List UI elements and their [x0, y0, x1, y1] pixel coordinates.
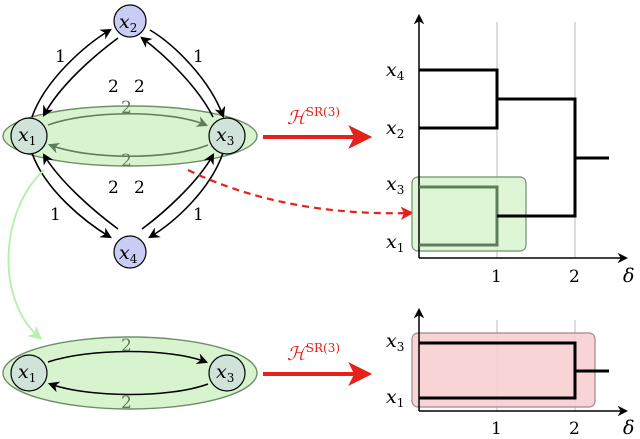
- svg-text:x2: x2: [119, 11, 137, 35]
- weight-x3-x4: 1: [193, 205, 204, 225]
- edge-x4-x1: [42, 153, 119, 230]
- leaf-label-bottom-x1: x1: [386, 386, 404, 410]
- top-graph: 1 2 2 1 2 2 2 2 1 1 x2 x1 x3 x4: [2, 4, 258, 269]
- edge-x1-x2: [31, 28, 112, 118]
- weight-x2-x1: 2: [108, 77, 119, 97]
- leaf-label-x1: x1: [386, 231, 404, 255]
- edge-x2-x3: [149, 29, 226, 119]
- x-tick-2-bottom: 2: [569, 419, 580, 439]
- svg-text:ℋSR(3): ℋSR(3): [287, 341, 340, 365]
- weight-x4-x1: 2: [108, 178, 119, 198]
- operator-bottom: ℋSR(3): [263, 341, 373, 386]
- leaf-label-x2: x2: [386, 117, 404, 141]
- svg-text:x3: x3: [216, 361, 234, 385]
- weight-x1-x3: 2: [121, 98, 132, 118]
- svg-text:x3: x3: [216, 124, 234, 148]
- svg-text:x1: x1: [18, 124, 36, 148]
- weight-x2-x3: 1: [193, 47, 204, 67]
- edge-bottom-x3-x1: [47, 381, 209, 396]
- weight-bottom-x1-x3: 2: [121, 336, 132, 356]
- subgraph-arrow: [7, 169, 45, 340]
- edge-x4-x3: [141, 153, 215, 230]
- edge-x3-x2: [140, 36, 214, 118]
- leaf-label-x4: x4: [386, 59, 405, 83]
- weight-x4-x3: 2: [134, 178, 145, 198]
- weight-x3-x1: 2: [121, 151, 132, 171]
- svg-text:x4: x4: [119, 242, 138, 266]
- merge-x4-x2: [419, 68, 499, 130]
- cluster-mapping-arrow: [187, 169, 414, 220]
- node-x3: x3: [208, 117, 246, 155]
- leaf-label-bottom-x3: x3: [386, 330, 404, 354]
- operator-top: ℋSR(3): [263, 105, 373, 149]
- weight-x1-x2: 1: [55, 47, 66, 67]
- edge-x1-x4: [31, 152, 112, 239]
- dendrogram-top: x4 x2 x3 x1 1 2 δ: [386, 13, 634, 287]
- edge-x2-x1: [42, 37, 119, 117]
- edge-bottom-x1-x3: [47, 350, 209, 364]
- node-x1: x1: [10, 117, 48, 155]
- x-tick-1-bottom: 1: [491, 419, 502, 439]
- x-axis-label: δ: [623, 265, 634, 287]
- x-tick-1: 1: [491, 267, 502, 287]
- weight-bottom-x3-x1: 2: [121, 393, 132, 413]
- node-x4: x4: [113, 235, 147, 269]
- leaf-label-x3: x3: [386, 173, 404, 197]
- edge-x1-x3: [47, 113, 209, 127]
- x-tick-2: 2: [569, 267, 580, 287]
- node-x2: x2: [113, 4, 147, 38]
- node-bottom-x1: x1: [10, 354, 48, 392]
- dendrogram-bottom: x3 x1 1 2 δ: [386, 307, 634, 439]
- cluster-ellipse-bottom: [2, 336, 258, 410]
- svg-text:ℋSR(3): ℋSR(3): [287, 105, 340, 129]
- edge-x3-x1: [47, 142, 209, 157]
- x-axis-label-bottom: δ: [623, 417, 634, 439]
- weight-x1-x4: 1: [50, 205, 61, 225]
- node-bottom-x3: x3: [208, 354, 246, 392]
- svg-text:x1: x1: [18, 361, 36, 385]
- edge-x3-x4: [148, 152, 224, 239]
- weight-x3-x2: 2: [134, 77, 145, 97]
- bottom-graph: 2 2 x1 x3: [2, 336, 258, 413]
